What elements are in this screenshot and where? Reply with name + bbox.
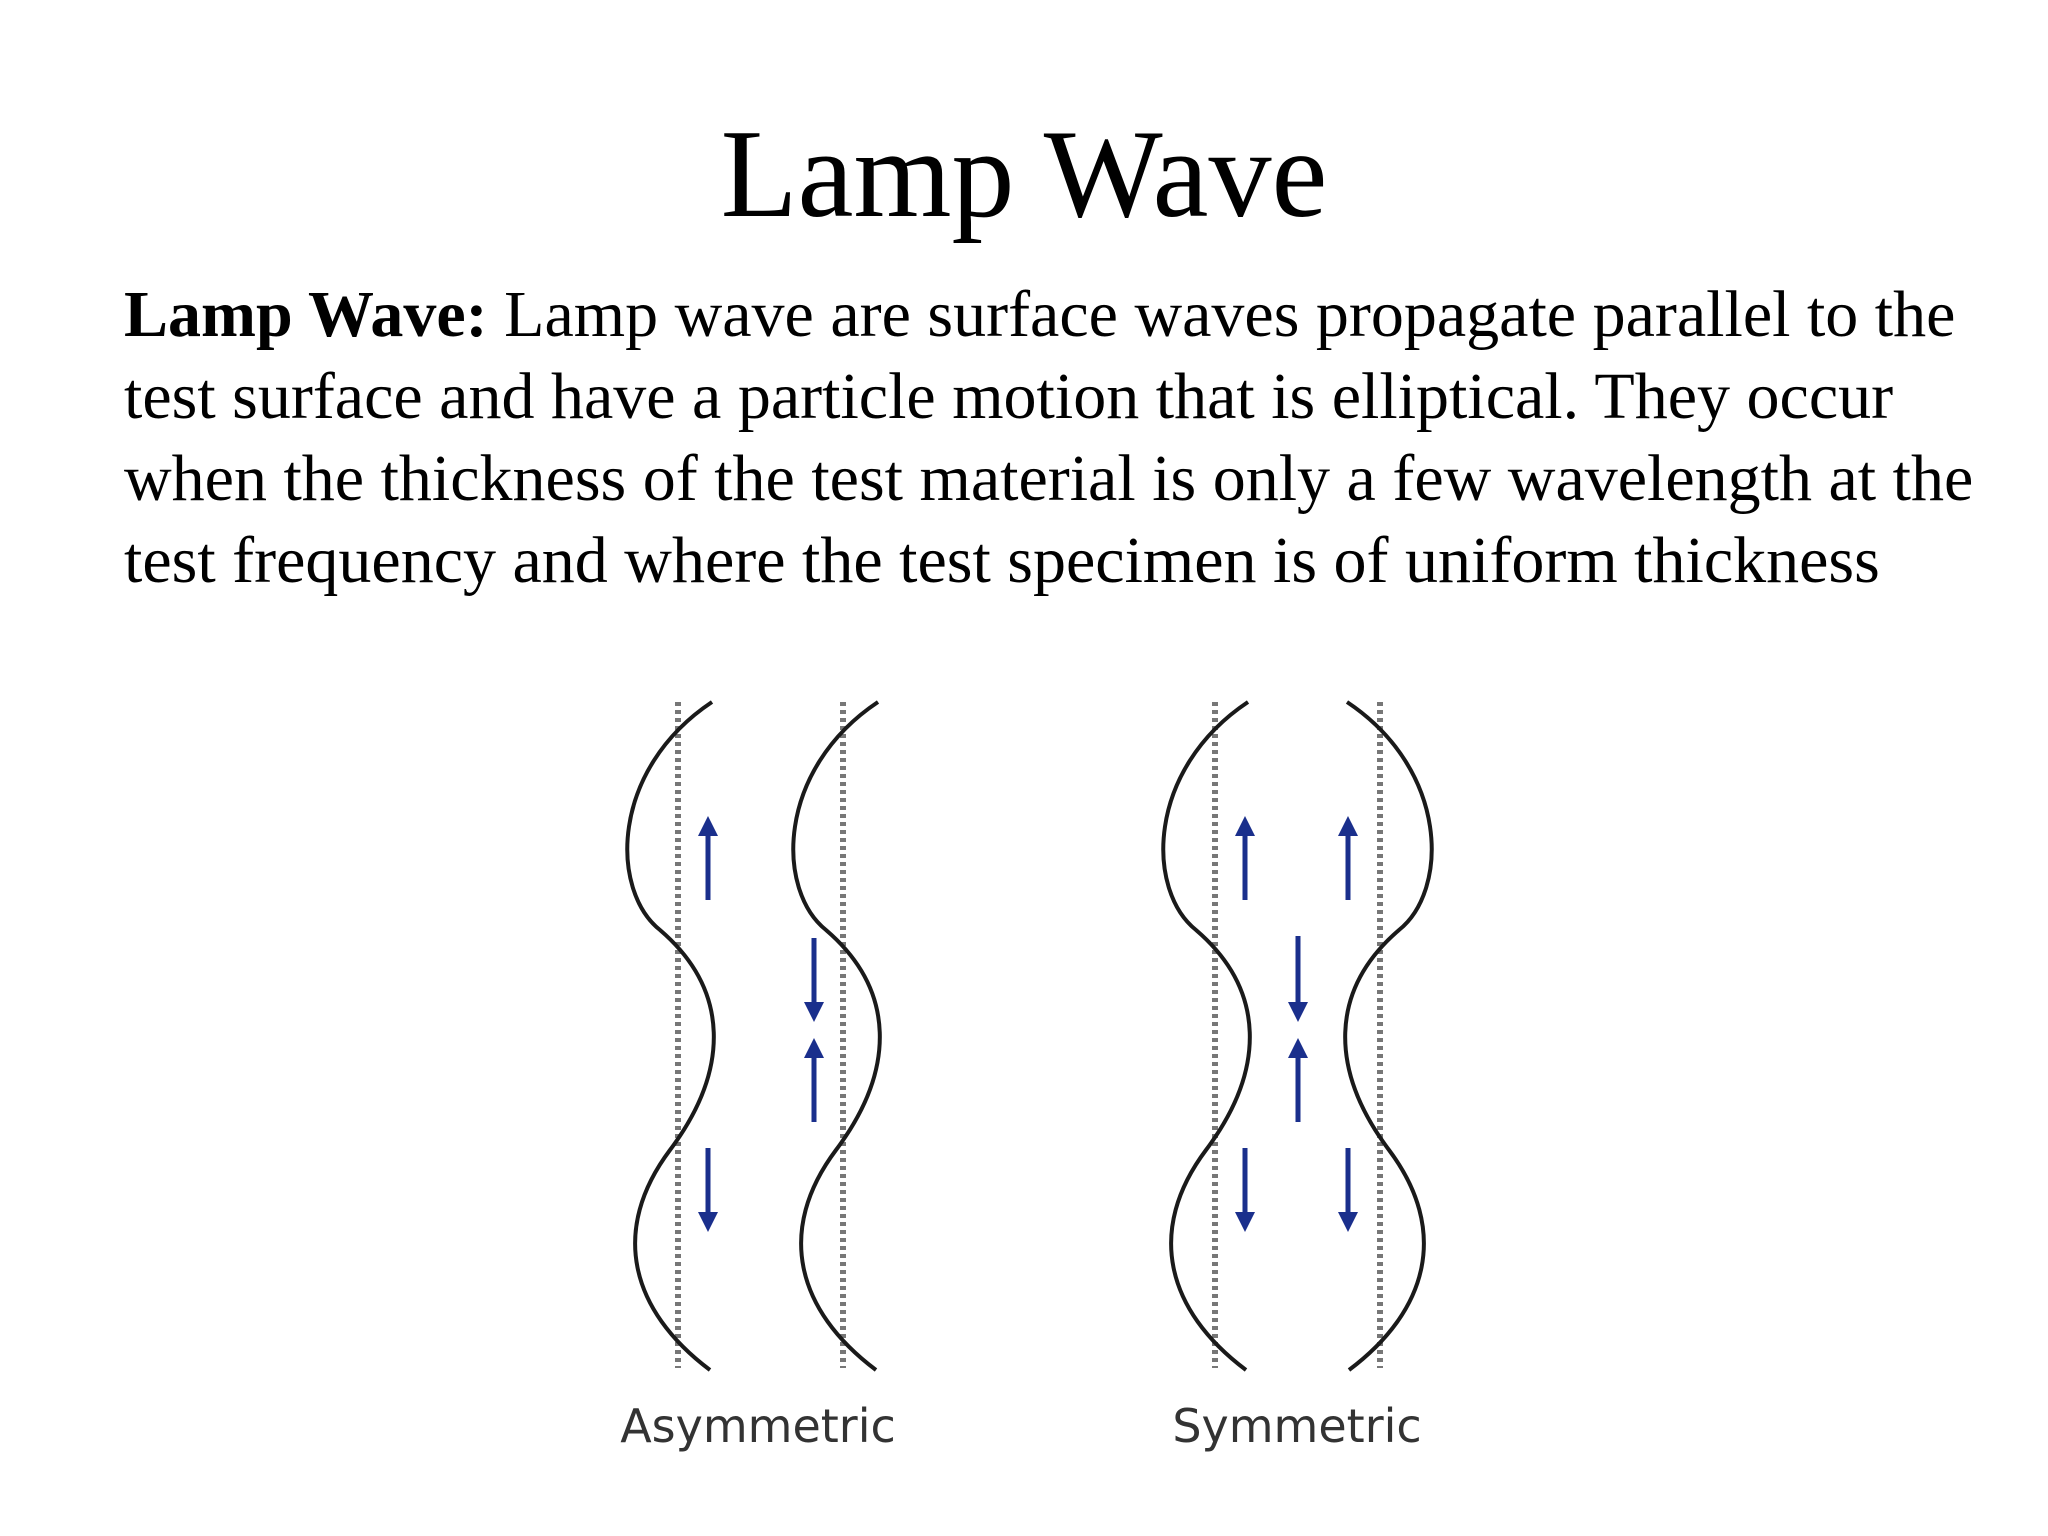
- asymmetric-right-surface-wave: [791, 700, 882, 1372]
- lamb-wave-diagram: Asymmetric Symmetric: [620, 700, 1434, 1453]
- symmetric-right-surface-wave: [1343, 700, 1434, 1372]
- body-term: Lamp Wave:: [124, 278, 488, 351]
- body-text: Lamp wave are surface waves propagate pa…: [124, 278, 1974, 597]
- slide-body: Lamp Wave: Lamp wave are surface waves p…: [124, 274, 1984, 602]
- asymmetric-mode-group: Asymmetric: [620, 700, 896, 1453]
- asymmetric-caption: Asymmetric: [620, 1399, 896, 1453]
- symmetric-mode-group: Symmetric: [1161, 700, 1434, 1453]
- slide-title: Lamp Wave: [720, 105, 1328, 244]
- symmetric-caption: Symmetric: [1172, 1399, 1421, 1453]
- symmetric-left-surface-wave: [1161, 700, 1252, 1372]
- asymmetric-left-surface-wave: [625, 700, 716, 1372]
